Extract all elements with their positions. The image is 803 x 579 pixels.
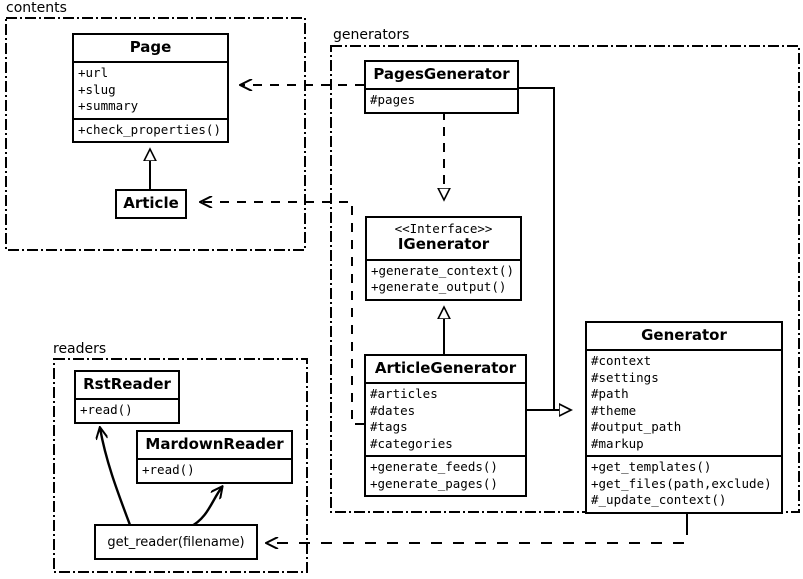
attribute: #output_path <box>591 419 682 435</box>
attribute: #dates <box>370 402 416 418</box>
package-label-contents: contents <box>4 0 69 16</box>
class-article-name: Article <box>123 194 179 212</box>
class-page-attributes: +url +slug +summary <box>74 61 227 118</box>
attribute: #markup <box>591 435 644 451</box>
class-rst-reader-methods: +read() <box>76 398 178 422</box>
class-igenerator-stereotype: <<Interface>> <box>394 221 493 236</box>
package-label-readers: readers <box>51 341 109 357</box>
method: +get_templates() <box>591 459 712 475</box>
attribute: #tags <box>370 419 408 435</box>
class-generator-methods: +get_templates() +get_files(path,exclude… <box>587 455 781 512</box>
class-pages-generator-attributes: #pages <box>366 88 517 112</box>
class-article[interactable]: Article <box>115 189 187 220</box>
attribute: #settings <box>591 369 659 385</box>
class-generator-name: Generator <box>641 326 727 344</box>
class-rst-reader[interactable]: RstReader +read() <box>74 370 180 424</box>
package-label-generators: generators <box>331 27 412 43</box>
class-article-generator-methods: +generate_feeds() +generate_pages() <box>366 455 525 495</box>
class-page[interactable]: Page +url +slug +summary +check_properti… <box>72 33 229 144</box>
class-igenerator[interactable]: <<Interface>> IGenerator +generate_conte… <box>365 216 522 301</box>
class-generator-attributes: #context #settings #path #theme #output_… <box>587 349 781 455</box>
method: +generate_pages() <box>370 475 498 491</box>
class-pages-generator-name: PagesGenerator <box>373 65 510 83</box>
class-page-methods: +check_properties() <box>74 117 227 142</box>
class-article-generator[interactable]: ArticleGenerator #articles #dates #tags … <box>364 354 527 498</box>
relation-articlegenerator-article <box>201 202 364 425</box>
method: +read() <box>142 462 195 478</box>
class-generator[interactable]: Generator #context #settings #path #them… <box>585 321 783 514</box>
attribute: #path <box>591 386 629 402</box>
attribute: +summary <box>78 98 139 114</box>
class-article-generator-name: ArticleGenerator <box>374 359 517 377</box>
class-igenerator-name: <<Interface>> IGenerator <box>367 218 520 259</box>
class-page-name: Page <box>129 38 172 56</box>
function-get-reader-label: get_reader(filename) <box>107 534 245 550</box>
relation-getreader-mardownreader <box>189 487 222 529</box>
function-get-reader[interactable]: get_reader(filename) <box>94 524 258 560</box>
attribute: #categories <box>370 435 453 451</box>
class-mardown-reader-name: MardownReader <box>145 435 284 453</box>
attribute: #articles <box>370 386 438 402</box>
attribute: #theme <box>591 402 637 418</box>
method: +read() <box>80 402 133 418</box>
relation-getreader-rstreader <box>100 428 132 526</box>
class-mardown-reader[interactable]: MardownReader +read() <box>136 430 293 484</box>
method: +generate_context() <box>371 262 514 278</box>
attribute: #context <box>591 353 652 369</box>
class-pages-generator[interactable]: PagesGenerator #pages <box>364 60 519 114</box>
class-article-generator-attributes: #articles #dates #tags #categories <box>366 382 525 455</box>
class-rst-reader-name: RstReader <box>83 375 171 393</box>
class-igenerator-methods: +generate_context() +generate_output() <box>367 258 520 299</box>
method: +check_properties() <box>78 121 221 137</box>
method: +generate_feeds() <box>370 459 498 475</box>
attribute: #pages <box>370 92 416 108</box>
attribute: +slug <box>78 81 116 97</box>
class-igenerator-label: IGenerator <box>397 235 490 254</box>
method: +generate_output() <box>371 279 507 295</box>
attribute: +url <box>78 65 109 81</box>
method: #_update_context() <box>591 492 727 508</box>
method: +get_files(path,exclude) <box>591 475 772 491</box>
class-mardown-reader-methods: +read() <box>138 458 291 482</box>
